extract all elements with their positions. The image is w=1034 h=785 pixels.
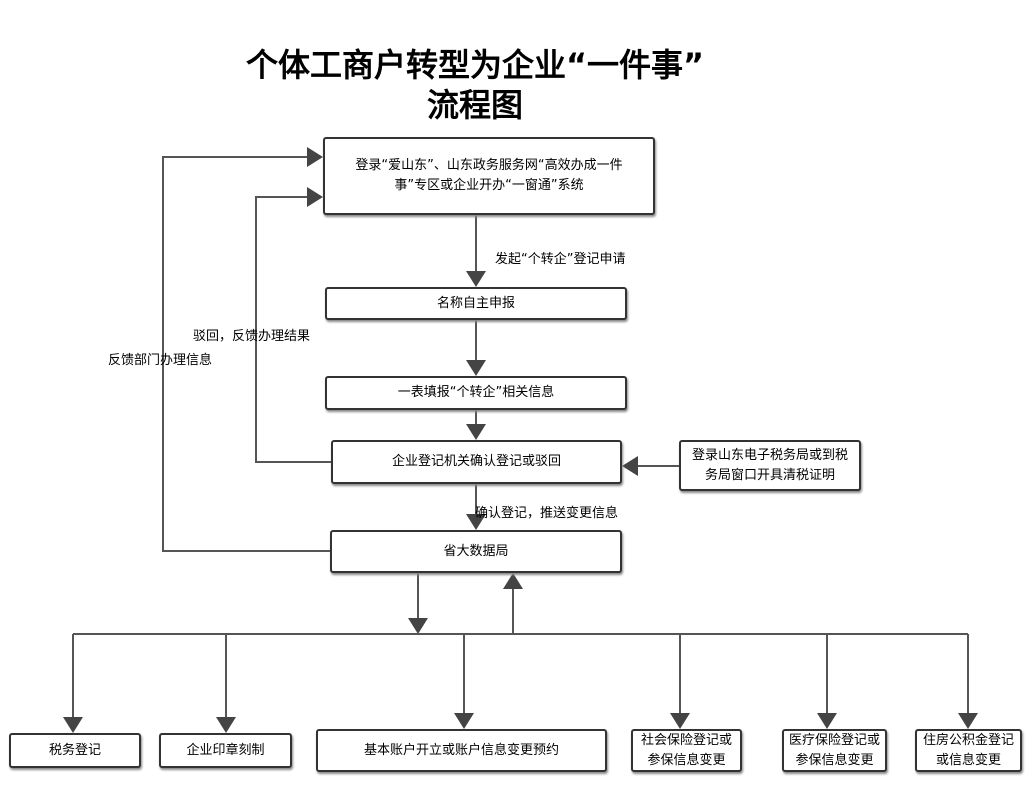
title-line1: 个体工商户转型为企业“一件事” <box>245 46 705 84</box>
node-form-fill: 一表填报“个转企”相关信息 <box>325 376 627 410</box>
node-output: 住房公积金登记或信息变更 <box>915 729 1022 772</box>
node-output: 社会保险登记或参保信息变更 <box>631 729 742 772</box>
node-name-declaration: 名称自主申报 <box>325 287 627 320</box>
node-login: 登录“爱山东”、山东政务服务网“高效办成一件事”专区或企业开办“一窗通”系统 <box>323 137 655 215</box>
edge-label-feedback: 反馈部门办理信息 <box>108 353 213 368</box>
node-confirm: 企业登记机关确认登记或驳回 <box>331 440 622 484</box>
edge-label-push: 确认登记，推送变更信息 <box>475 506 619 521</box>
edge-label-initiate: 发起“个转企”登记申请 <box>495 252 626 267</box>
node-output: 基本账户开立或账户信息变更预约 <box>316 729 607 772</box>
edge-label-reject: 驳回，反馈办理结果 <box>193 329 311 344</box>
title-line2: 流程图 <box>426 86 523 124</box>
node-output: 医疗保险登记或参保信息变更 <box>782 729 887 772</box>
node-output: 税务登记 <box>9 733 141 768</box>
node-output: 企业印章刻制 <box>159 733 292 768</box>
arrow-feedback-loop <box>162 147 330 552</box>
arrow-reject-loop <box>255 187 331 463</box>
node-tax-cert: 登录山东电子税务局或到税务局窗口开具清税证明 <box>679 440 861 491</box>
node-bigdata: 省大数据局 <box>330 530 622 573</box>
